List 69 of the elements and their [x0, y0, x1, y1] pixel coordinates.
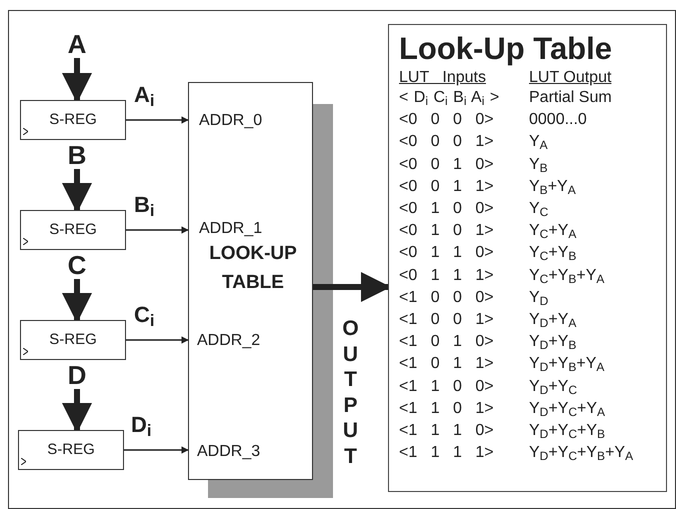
column-header: LUT Output: [528, 69, 612, 87]
block-title: LOOK-UP TABLE: [208, 242, 298, 295]
shift-register-box: [20, 100, 126, 140]
shift-register-box: [20, 320, 126, 360]
table-panel: [388, 24, 667, 492]
edge-label: D$_{i}$: [131, 412, 152, 438]
table-cell-text: < D$_{i}$ C$_{i}$ B$_{i}$ A$_{i}$ >: [399, 88, 500, 110]
arrow: [62, 169, 92, 213]
arrow: [124, 446, 189, 454]
table-cell-text: <1 0 0 1>: [399, 310, 495, 330]
table-cell-text: <1 1 1 1>: [399, 443, 495, 464]
table-cell-text: <1 0 0 0>: [399, 288, 495, 308]
table-cell-text: Y$_{C}$+Y$_{B}$: [528, 243, 578, 265]
port-label: ADDR_1: [199, 219, 262, 239]
table-cell-text: Y$_{B}$+Y$_{A}$: [528, 176, 577, 198]
table-cell-text: <1 1 1 0>: [399, 421, 495, 442]
table-cell-text: Y$_{B}$: [528, 154, 549, 176]
table-cell-text: Y$_{C}$+Y$_{B}$+Y$_{A}$: [528, 266, 606, 287]
table-cell-text: <0 0 1 0>: [399, 154, 495, 175]
port-label: ADDR_2: [197, 331, 260, 351]
arrow: [126, 226, 189, 234]
edge-label: A$_{i}$: [134, 82, 154, 108]
lookup-table-block: [188, 82, 313, 480]
table-cell-text: 0000...0: [528, 110, 588, 130]
arrow: [62, 389, 92, 433]
register-name: S-REG: [47, 440, 95, 460]
table-cell-text: <1 0 1 1>: [399, 354, 495, 374]
arrow: [126, 116, 189, 124]
table-cell-text: <0 0 0 1>: [399, 132, 495, 152]
table-cell-text: Y$_{C}$: [528, 199, 550, 220]
table-cell-text: Partial Sum: [528, 88, 613, 108]
edge-label: B$_{i}$: [134, 192, 154, 218]
column-header: LUT Inputs: [399, 69, 487, 87]
table-cell-text: Y$_{C}$+Y$_{A}$: [528, 221, 578, 242]
table-cell-text: <1 1 0 0>: [399, 376, 495, 397]
table-cell-text: <0 1 1 0>: [399, 243, 495, 264]
arrow: [126, 336, 189, 344]
table-cell-text: <0 1 0 0>: [399, 199, 495, 220]
input-letter: A: [68, 31, 86, 57]
table-cell-text: Y$_{D}$+Y$_{C}$: [528, 376, 578, 398]
port-label: ADDR_3: [197, 442, 260, 462]
input-letter: C: [68, 252, 86, 278]
shift-register-box: [20, 210, 126, 250]
register-name: S-REG: [49, 110, 97, 130]
register-name: S-REG: [49, 220, 97, 240]
table-cell-text: Y$_{D}$+Y$_{B}$: [528, 332, 578, 354]
port-label: ADDR_0: [199, 111, 262, 131]
input-letter: B: [68, 142, 86, 168]
table-cell-text: <1 0 1 0>: [399, 332, 495, 352]
table-cell-text: Y$_{D}$+Y$_{C}$+Y$_{B}$+Y$_{A}$: [528, 443, 634, 464]
arrow: [62, 58, 92, 103]
edge-label: OUTPUT: [341, 316, 360, 469]
arrow: [62, 279, 92, 323]
table-title: Look-Up Table: [399, 31, 613, 67]
table-cell-text: Y$_{D}$: [528, 288, 550, 310]
table-cell-text: <0 0 1 1>: [399, 176, 495, 197]
table-cell-text: Y$_{D}$+Y$_{C}$+Y$_{B}$: [528, 421, 606, 442]
register-name: S-REG: [49, 330, 97, 350]
shift-register-box: [18, 430, 124, 470]
table-cell-text: <1 1 0 1>: [399, 398, 495, 419]
table-cell-text: <0 1 1 1>: [399, 266, 495, 286]
input-letter: D: [68, 362, 86, 388]
edge-label: C$_{i}$: [134, 302, 154, 328]
table-cell-text: <0 1 0 1>: [399, 221, 495, 242]
table-cell-text: Y$_{D}$+Y$_{B}$+Y$_{A}$: [528, 354, 606, 376]
table-cell-text: Y$_{D}$+Y$_{C}$+Y$_{A}$: [528, 398, 606, 420]
table-cell-text: Y$_{D}$+Y$_{A}$: [528, 310, 578, 332]
table-cell-text: <0 0 0 0>: [399, 110, 495, 130]
table-cell-text: Y$_{A}$: [528, 132, 549, 154]
